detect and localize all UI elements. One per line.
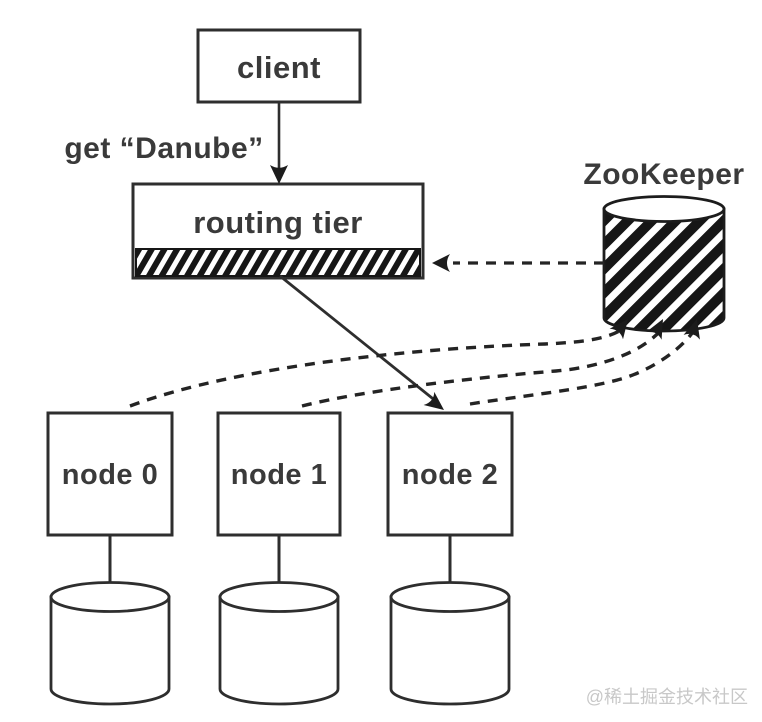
request-label: get “Danube” <box>64 132 263 165</box>
node-0-database-body <box>49 595 171 706</box>
partition-assignment-bar <box>135 248 421 277</box>
node-1-to-zookeeper-arrow <box>301 328 663 408</box>
watermark: @稀土掘金技术社区 <box>586 687 748 707</box>
node-1-database-body <box>218 595 340 706</box>
node-0-database <box>49 581 171 706</box>
node-2-database-body <box>389 595 511 706</box>
client-label: client <box>237 50 321 85</box>
zookeeper-cylinder <box>602 195 726 333</box>
node-1-database-top <box>218 581 340 613</box>
node-2-to-zookeeper-arrowhead <box>683 319 700 340</box>
node-0-database-top <box>49 581 171 613</box>
node-2-label: node 2 <box>402 459 498 491</box>
node-1-label: node 1 <box>231 459 327 491</box>
zookeeper-cylinder-body <box>602 207 726 333</box>
node-0-to-zookeeper-arrowhead <box>609 319 628 340</box>
node-0-label: node 0 <box>62 459 158 491</box>
diagram-labels: client get “Danube” routing tier ZooKeep… <box>62 50 744 491</box>
node-2-to-zookeeper-arrow <box>469 328 697 406</box>
routing-to-node2-arrowhead <box>423 391 444 410</box>
zookeeper-to-routing-arrowhead <box>432 254 450 272</box>
node-2-database <box>389 581 511 706</box>
zookeeper-label: ZooKeeper <box>583 158 744 191</box>
node-0-box <box>46 411 174 537</box>
zookeeper-cylinder-top <box>602 195 726 223</box>
node-0-to-zookeeper-arrow <box>129 326 625 408</box>
node-1-to-zookeeper-arrowhead <box>646 319 663 340</box>
routing-tier-label: routing tier <box>193 205 363 240</box>
node-2-database-top <box>389 581 511 613</box>
node-1-database <box>218 581 340 706</box>
client-to-routing-arrowhead <box>270 165 288 184</box>
routing-to-node2-arrow <box>279 274 438 404</box>
client-box <box>196 28 362 104</box>
